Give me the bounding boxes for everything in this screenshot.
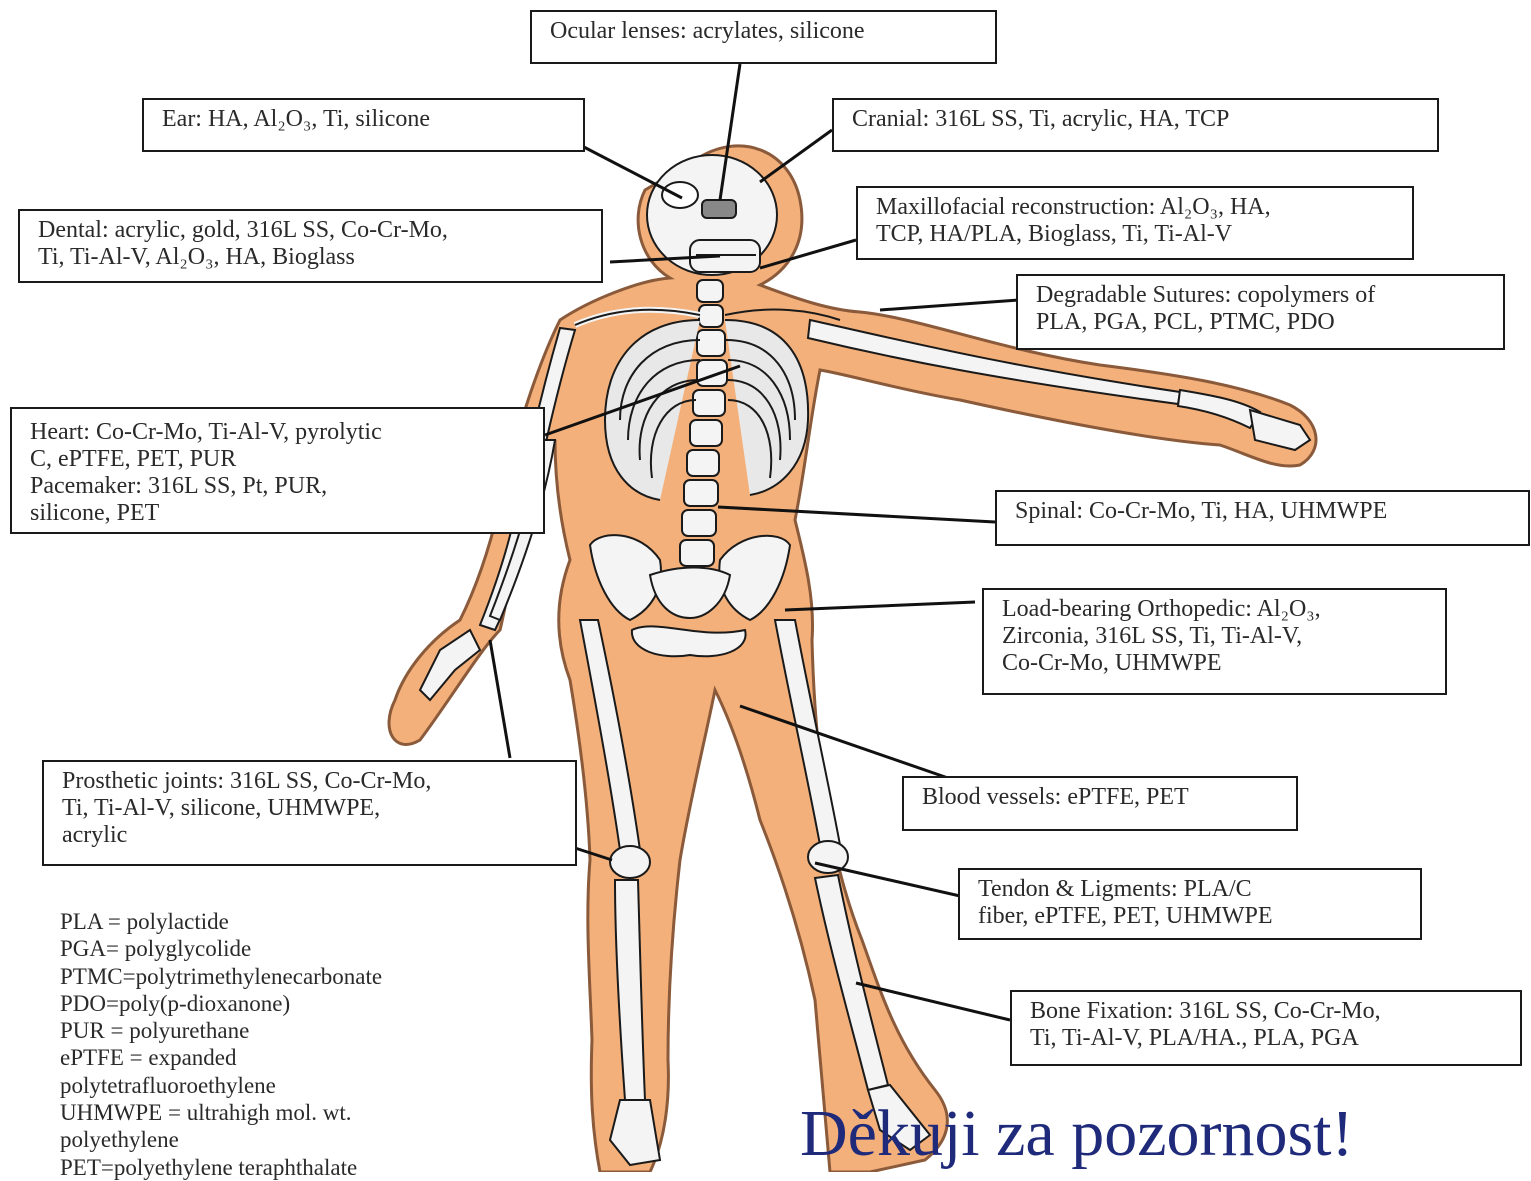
- label-sutures-line-1: Degradable Sutures: copolymers of: [1036, 282, 1485, 309]
- label-degradable-sutures: Degradable Sutures: copolymers of PLA, P…: [1016, 274, 1505, 350]
- abbrev-ptmc: PTMC=polytrimethylenecarbonate: [60, 963, 382, 990]
- label-maxillofacial-line-2: TCP, HA/PLA, Bioglass, Ti, Ti-Al-V: [876, 221, 1394, 248]
- label-prosthetic-joints: Prosthetic joints: 316L SS, Co-Cr-Mo, Ti…: [42, 760, 577, 866]
- label-load-bearing-orthopedic: Load-bearing Orthopedic: Al₂O₃, Zirconia…: [982, 588, 1447, 695]
- label-ocular-lenses: Ocular lenses: acrylates, silicone: [530, 10, 997, 64]
- abbrev-uhmwpe-cont: polyethylene: [60, 1126, 382, 1153]
- label-prosthetic-line-1: Prosthetic joints: 316L SS, Co-Cr-Mo,: [62, 768, 557, 795]
- abbreviation-legend: PLA = polylactide PGA= polyglycolide PTM…: [60, 908, 382, 1181]
- label-blood-vessels: Blood vessels: ePTFE, PET: [902, 776, 1298, 831]
- label-vessels-line-1: Blood vessels: ePTFE, PET: [922, 784, 1278, 811]
- abbrev-uhmwpe: UHMWPE = ultrahigh mol. wt.: [60, 1099, 382, 1126]
- label-prosthetic-line-3: acrylic: [62, 822, 557, 849]
- abbrev-eptfe-cont: polytetrafluoroethylene: [60, 1072, 382, 1099]
- abbrev-pet: PET=polyethylene teraphthalate: [60, 1154, 382, 1181]
- label-ocular-line-1: Ocular lenses: acrylates, silicone: [550, 18, 977, 45]
- thank-you-text: Děkuji za pozornost!: [800, 1094, 1354, 1174]
- abbrev-pga: PGA= polyglycolide: [60, 935, 382, 962]
- label-fixation-line-2: Ti, Ti-Al-V, PLA/HA., PLA, PGA: [1030, 1025, 1502, 1052]
- label-tendon-line-1: Tendon & Ligments: PLA/C: [978, 876, 1402, 903]
- abbrev-eptfe: ePTFE = expanded: [60, 1044, 382, 1071]
- label-heart: Heart: Co-Cr-Mo, Ti-Al-V, pyrolytic C, e…: [10, 407, 545, 534]
- label-dental-line-1: Dental: acrylic, gold, 316L SS, Co-Cr-Mo…: [38, 217, 583, 244]
- label-tendon-line-2: fiber, ePTFE, PET, UHMWPE: [978, 903, 1402, 930]
- label-dental-line-2: Ti, Ti-Al-V, Al₂O₃, HA, Bioglass: [38, 244, 583, 271]
- label-ear: Ear: HA, Al₂O₃, Ti, silicone: [142, 98, 585, 152]
- abbrev-pla: PLA = polylactide: [60, 908, 382, 935]
- label-sutures-line-2: PLA, PGA, PCL, PTMC, PDO: [1036, 309, 1485, 336]
- label-tendon-ligaments: Tendon & Ligments: PLA/C fiber, ePTFE, P…: [958, 868, 1422, 940]
- abbrev-pur: PUR = polyurethane: [60, 1017, 382, 1044]
- label-bone-fixation: Bone Fixation: 316L SS, Co-Cr-Mo, Ti, Ti…: [1010, 990, 1522, 1066]
- label-ear-line-1: Ear: HA, Al₂O₃, Ti, silicone: [162, 106, 565, 133]
- label-cranial-line-1: Cranial: 316L SS, Ti, acrylic, HA, TCP: [852, 106, 1419, 133]
- abbrev-pdo: PDO=poly(p-dioxanone): [60, 990, 382, 1017]
- label-maxillofacial-line-1: Maxillofacial reconstruction: Al₂O₃, HA,: [876, 194, 1394, 221]
- label-fixation-line-1: Bone Fixation: 316L SS, Co-Cr-Mo,: [1030, 998, 1502, 1025]
- label-spinal: Spinal: Co-Cr-Mo, Ti, HA, UHMWPE: [995, 490, 1530, 546]
- label-cranial: Cranial: 316L SS, Ti, acrylic, HA, TCP: [832, 98, 1439, 152]
- label-maxillofacial: Maxillofacial reconstruction: Al₂O₃, HA,…: [856, 186, 1414, 260]
- label-spinal-line-1: Spinal: Co-Cr-Mo, Ti, HA, UHMWPE: [1015, 498, 1510, 525]
- label-heart-line-2: C, ePTFE, PET, PUR: [30, 446, 525, 473]
- label-heart-line-3: Pacemaker: 316L SS, Pt, PUR,: [30, 473, 525, 500]
- label-dental: Dental: acrylic, gold, 316L SS, Co-Cr-Mo…: [18, 209, 603, 283]
- label-orthopedic-line-1: Load-bearing Orthopedic: Al₂O₃,: [1002, 596, 1427, 623]
- label-orthopedic-line-2: Zirconia, 316L SS, Ti, Ti-Al-V,: [1002, 623, 1427, 650]
- label-heart-line-4: silicone, PET: [30, 500, 525, 527]
- label-prosthetic-line-2: Ti, Ti-Al-V, silicone, UHMWPE,: [62, 795, 557, 822]
- label-heart-line-1: Heart: Co-Cr-Mo, Ti-Al-V, pyrolytic: [30, 419, 525, 446]
- label-orthopedic-line-3: Co-Cr-Mo, UHMWPE: [1002, 650, 1427, 677]
